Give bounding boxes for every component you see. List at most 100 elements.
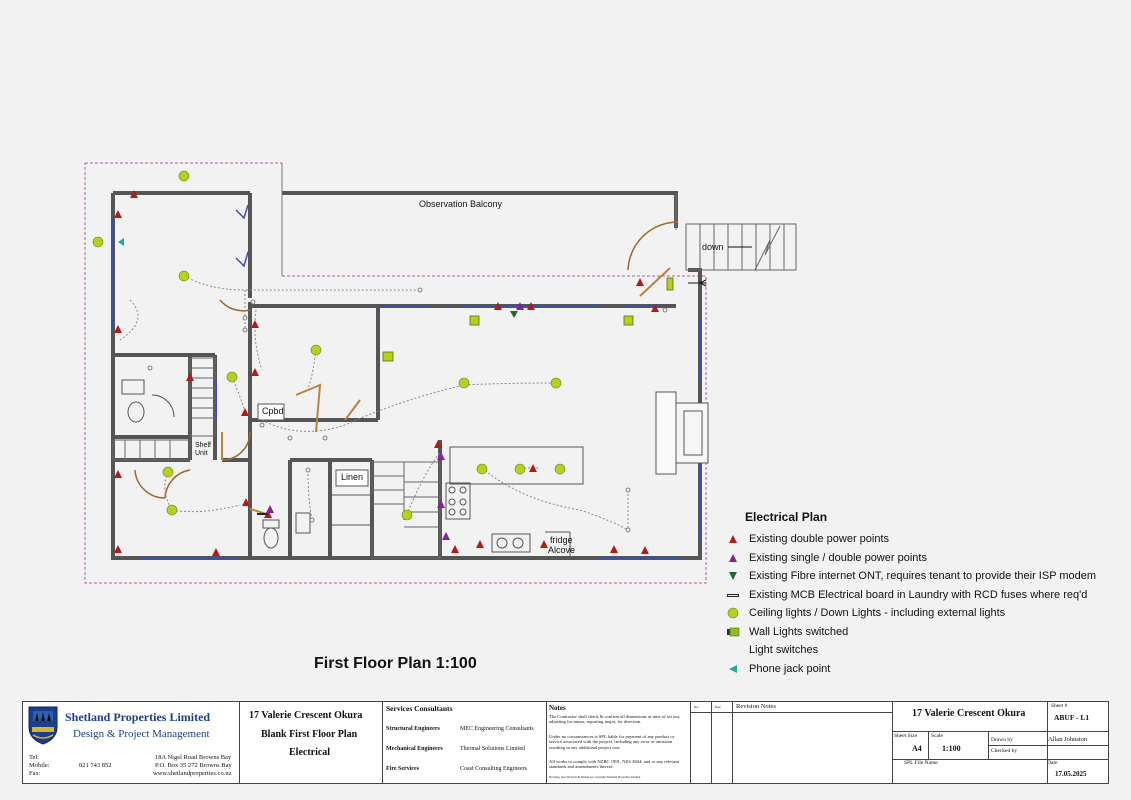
company-logo-crest xyxy=(28,706,58,745)
date-col-label: Date xyxy=(715,705,721,709)
legend-label: Existing double power points xyxy=(749,533,890,546)
company-cell: Shetland Properties Limited Design & Pro… xyxy=(23,702,240,783)
scale-label: Scale xyxy=(931,733,943,739)
drawing-title-cell: 17 Valerie Crescent Okura Blank First Fl… xyxy=(239,702,383,783)
title-block: Shetland Properties Limited Design & Pro… xyxy=(22,701,1109,784)
address-line-2: P.O. Box 35 272 Browns Bay xyxy=(155,762,232,769)
date-value: 17.05.2025 xyxy=(1055,770,1087,778)
legend-label: Existing single / double power points xyxy=(749,551,927,564)
consultant-role: Fire Services xyxy=(386,766,420,772)
room-label-linen: Linen xyxy=(341,472,364,482)
mobile-number: 021 743 852 xyxy=(79,762,112,769)
legend-label: Phone jack point xyxy=(749,662,831,675)
rev-col-label: Rev xyxy=(694,705,699,709)
phone-jack-icon xyxy=(729,664,737,673)
mobile-label: Mobile: xyxy=(29,762,50,769)
external-stairs xyxy=(685,223,797,287)
alcove-label: Alcove xyxy=(548,545,576,555)
fibre-ont-icon xyxy=(729,572,737,581)
doors xyxy=(134,221,679,516)
windows xyxy=(112,220,701,559)
legend-item: Wall Lights switched xyxy=(726,623,1126,642)
note-text: All works to comply with NZBC 1991, NZS … xyxy=(549,759,680,770)
website: www.shetlandproperties.co.nz xyxy=(153,770,232,777)
plan-title: First Floor Plan 1:100 xyxy=(314,655,477,672)
wall-thin-lines xyxy=(281,163,677,276)
consultant-role: Mechanical Engineers xyxy=(386,746,443,752)
legend-label: Existing MCB Electrical board in Laundry… xyxy=(749,588,1088,601)
legend-item: Existing Fibre internet ONT, requires te… xyxy=(726,567,1126,586)
legend-item: Phone jack point xyxy=(726,660,1126,679)
consultant-name: Coast Consulting Engineers xyxy=(460,766,527,772)
consultant-name: MEC Engineering Consultants xyxy=(460,726,534,732)
legend-label: Existing Fibre internet ONT, requires te… xyxy=(749,570,1097,583)
stair-down-label: down xyxy=(702,242,724,252)
sheet-size-value: A4 xyxy=(912,744,922,753)
tel-label: Tel: xyxy=(29,754,40,761)
mcb-board-icon xyxy=(727,593,739,597)
revision-notes-label: Revision Notes xyxy=(736,703,776,710)
light-switches xyxy=(147,287,668,533)
single-power-points xyxy=(266,302,524,540)
walls xyxy=(111,191,702,560)
legend-label: Ceiling lights / Down Lights - including… xyxy=(749,607,1006,620)
note-text: Under no circumstances is SPL liable for… xyxy=(549,734,675,750)
consultants-title: Services Consultants xyxy=(386,704,453,713)
room-label-observation-balcony: Observation Balcony xyxy=(419,199,503,209)
copyright-note: Drawing, Specification & Design are copy… xyxy=(549,775,641,779)
light-switch-icon xyxy=(726,644,740,656)
legend-item: Existing MCB Electrical board in Laundry… xyxy=(726,586,1126,605)
drawing-title: Blank First Floor Plan xyxy=(261,729,358,740)
drawn-by-label: Drawn by xyxy=(991,737,1013,743)
fridge-label: fridge xyxy=(550,535,573,545)
project-address: 17 Valerie Crescent Okura xyxy=(249,710,363,721)
electrical-legend: Electrical Plan Existing double power po… xyxy=(726,510,1126,678)
legend-label: Wall Lights switched xyxy=(749,625,849,638)
company-name: Shetland Properties Limited xyxy=(65,710,211,724)
legend-item: Ceiling lights / Down Lights - including… xyxy=(726,604,1126,623)
ceiling-lights xyxy=(92,170,566,521)
fixtures xyxy=(121,379,709,558)
room-label-boxes xyxy=(257,403,369,487)
ceiling-light-icon xyxy=(727,607,739,619)
date-label: Date xyxy=(1047,760,1058,766)
wiring-lines xyxy=(119,275,629,531)
legend-title: Electrical Plan xyxy=(745,510,828,524)
legend-item: Existing double power points xyxy=(726,530,1126,549)
notes-title: Notes xyxy=(549,704,566,712)
checked-by-label: Checked by xyxy=(991,748,1018,754)
consultant-role: Structural Engineers xyxy=(386,726,440,732)
drawing-subtitle: Electrical xyxy=(289,747,331,758)
fibre-ont xyxy=(510,311,518,318)
note-text: The Contractor shall check & confirm all… xyxy=(549,714,681,725)
bifold-doors xyxy=(235,204,249,268)
legend-item: Light switches xyxy=(726,641,1126,660)
legend-item: Existing single / double power points xyxy=(726,549,1126,568)
double-power-point-icon xyxy=(729,535,737,544)
consultants-cell: Services Consultants Structural Engineer… xyxy=(382,702,547,783)
scale-value: 1:100 xyxy=(942,744,961,753)
notes-cell: Notes The Contractor shall check & confi… xyxy=(546,702,691,783)
fax-label: Fax: xyxy=(29,770,41,777)
consultant-name: Thermal Solutions Limited xyxy=(460,746,525,752)
wall-lights xyxy=(382,277,674,362)
address-line-1: 18A Nigel Road Browns Bay xyxy=(155,754,232,761)
project-info-cell: 17 Valerie Crescent Okura Sheet Size A4 … xyxy=(892,702,1109,783)
spl-file-label: SPL File Name xyxy=(904,760,938,766)
shelf-unit-label: Shelf Unit xyxy=(195,442,211,457)
sheet-number-value: ABUF - L1 xyxy=(1054,713,1090,722)
single-double-power-point-icon xyxy=(729,553,737,562)
sheet-size-label: Sheet Size xyxy=(894,733,918,739)
sheet-number-label: Sheet # xyxy=(1051,703,1068,709)
project-address-right: 17 Valerie Crescent Okura xyxy=(912,708,1026,719)
drawn-by-value: Allan Johnston xyxy=(1048,736,1088,743)
phone-jack xyxy=(118,238,124,246)
company-tagline: Design & Project Management xyxy=(73,728,210,740)
revision-cell: Rev Date Revision Notes xyxy=(690,702,893,783)
room-label-cupboard: Cpbd xyxy=(262,406,284,416)
property-boundary xyxy=(84,162,707,584)
sheet-number-cell: Sheet # ABUF - L1 xyxy=(1047,702,1109,731)
legend-label: Light switches xyxy=(749,644,819,657)
wall-light-icon xyxy=(727,627,740,637)
